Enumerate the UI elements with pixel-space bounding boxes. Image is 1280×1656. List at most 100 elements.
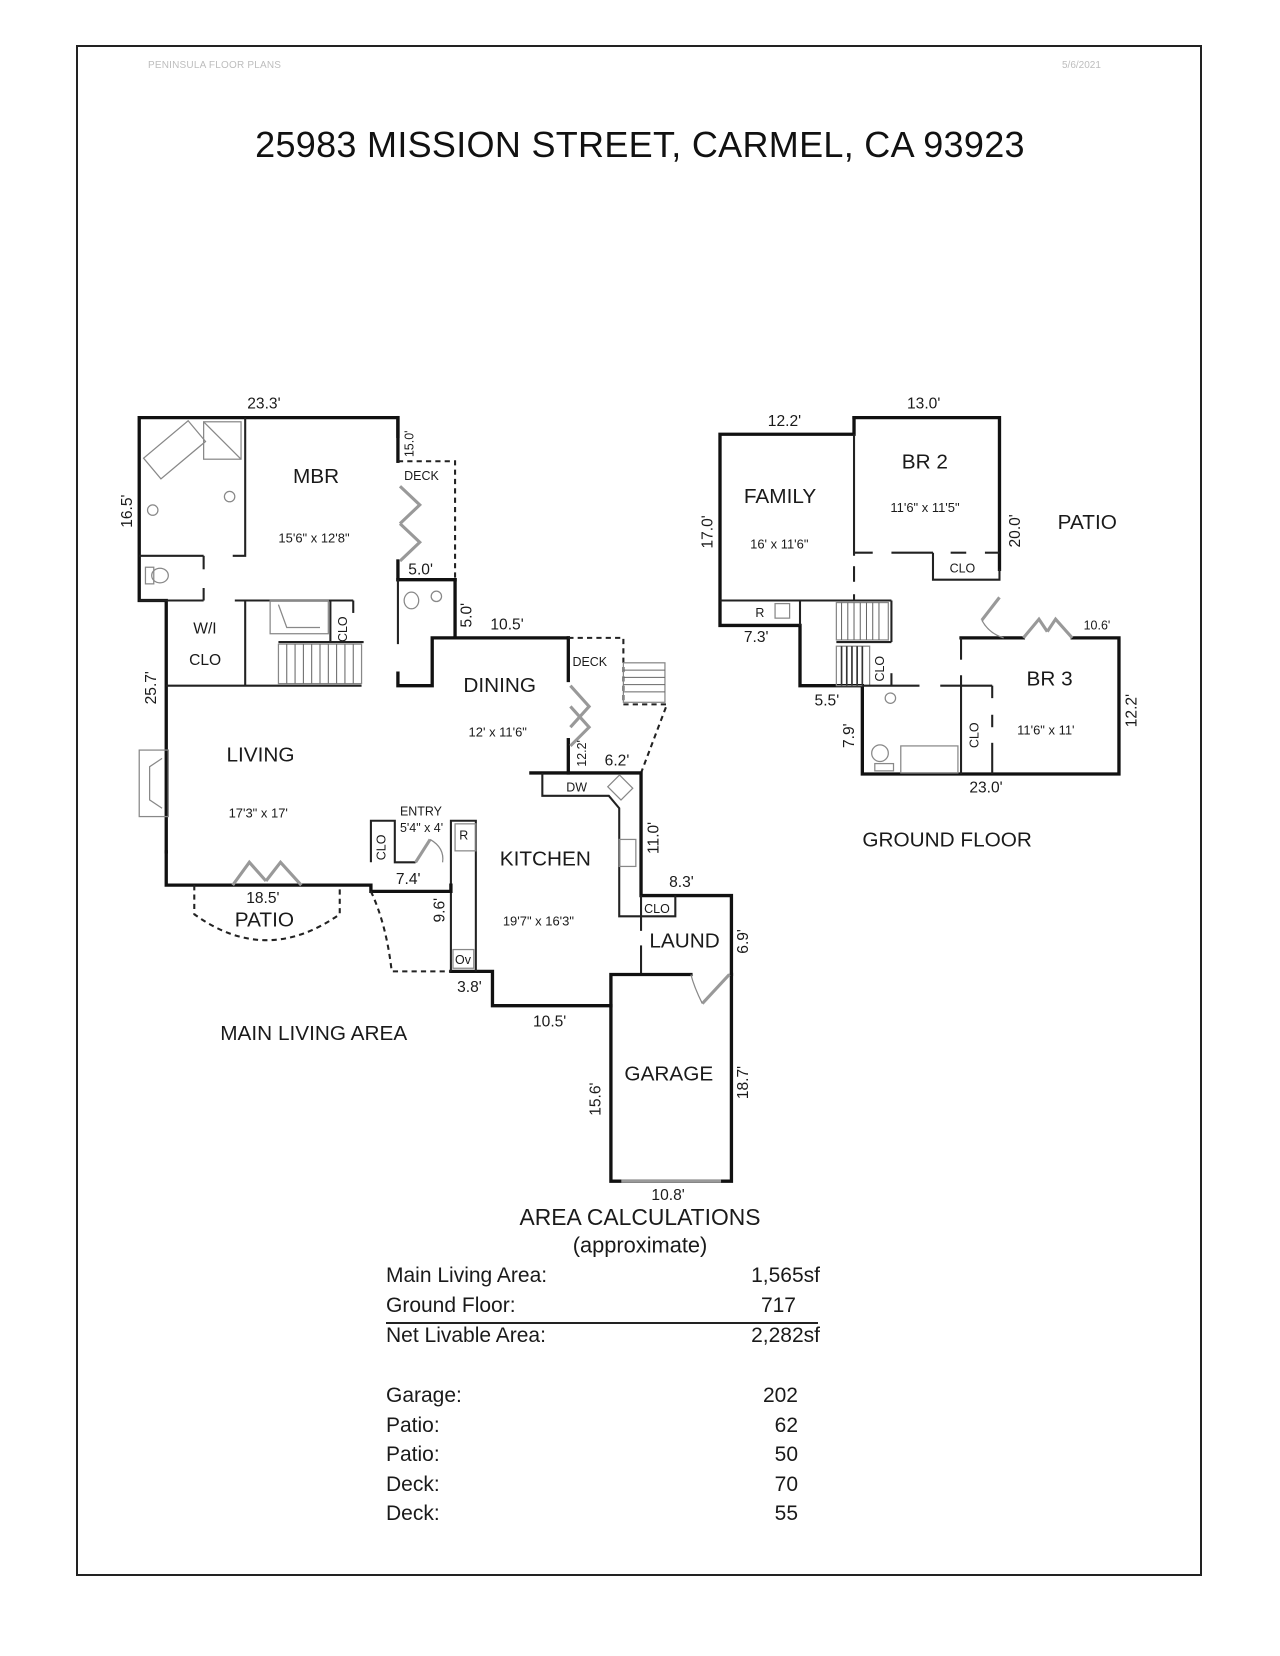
svg-text:16' x 11'6": 16' x 11'6" [750,537,809,552]
area-row-main-living: Main Living Area: 1,565sf [386,1264,820,1292]
svg-text:5.5': 5.5' [815,692,840,709]
svg-text:PATIO: PATIO [235,909,294,932]
svg-text:23.3': 23.3' [247,395,280,412]
svg-text:7.3': 7.3' [744,629,769,646]
svg-text:3.8': 3.8' [457,979,482,996]
svg-text:15.6': 15.6' [588,1082,605,1115]
area-label: Garage: [386,1384,462,1407]
area-label: Deck: [386,1502,440,1525]
svg-text:DECK: DECK [404,469,439,483]
main-floor-labels: 23.3' 16.5' 15.0' MBR 15'6" x 12'8" DECK… [119,395,752,1204]
area-label: Deck: [386,1473,440,1496]
area-row-deck-2: Deck: 55 [386,1502,820,1530]
svg-text:23.0': 23.0' [969,780,1002,797]
svg-text:DECK: DECK [572,655,607,669]
area-label: Patio: [386,1414,440,1437]
area-label: Main Living Area: [386,1264,548,1287]
svg-text:15.0': 15.0' [403,430,417,457]
svg-text:11'6" x 11'5": 11'6" x 11'5" [890,500,960,515]
area-calculations-title: AREA CALCULATIONS [519,1204,761,1230]
area-row-deck-1: Deck: 70 [386,1473,820,1501]
svg-text:20.0': 20.0' [1007,514,1024,547]
svg-text:KITCHEN: KITCHEN [500,847,591,870]
svg-text:15'6" x 12'8": 15'6" x 12'8" [278,530,350,545]
svg-text:GARAGE: GARAGE [624,1062,713,1085]
page-frame [76,45,1202,1576]
svg-text:12' x 11'6": 12' x 11'6" [469,725,528,740]
area-calculations-subtitle: (approximate) [572,1234,708,1258]
area-row-garage: Garage: 202 [386,1384,820,1412]
area-value: 70 [774,1473,798,1496]
svg-text:CLO: CLO [644,902,670,916]
svg-text:CLO: CLO [950,561,976,575]
svg-text:7.9': 7.9' [841,723,858,748]
svg-text:BR 2: BR 2 [902,451,948,474]
svg-text:GROUND FLOOR: GROUND FLOOR [862,829,1032,852]
svg-text:9.6': 9.6' [432,898,449,923]
area-label: Patio: [386,1443,440,1466]
svg-text:17.0': 17.0' [700,515,717,548]
svg-text:17'3" x 17': 17'3" x 17' [229,806,288,821]
svg-text:DW: DW [566,781,587,795]
svg-text:10.5': 10.5' [533,1013,566,1030]
svg-text:10.5': 10.5' [490,617,523,634]
area-row-patio-2: Patio: 50 [386,1443,820,1471]
svg-text:ENTRY: ENTRY [400,805,443,819]
svg-text:BR 3: BR 3 [1026,668,1072,691]
area-label: Net Livable Area: [386,1324,546,1347]
svg-text:CLO: CLO [873,656,887,682]
svg-text:19'7" x 16'3": 19'7" x 16'3" [503,914,575,929]
area-value: 2,282sf [751,1324,820,1347]
svg-text:5.0': 5.0' [459,603,476,628]
svg-text:LAUND: LAUND [649,929,719,952]
area-row-patio-1: Patio: 62 [386,1414,820,1442]
svg-text:R: R [459,828,468,842]
svg-text:12.2': 12.2' [1124,694,1141,727]
svg-text:7.4': 7.4' [396,871,421,888]
svg-text:6.9': 6.9' [735,929,752,954]
svg-text:FAMILY: FAMILY [744,485,816,508]
area-label: Ground Floor: [386,1294,516,1317]
svg-text:DINING: DINING [463,674,536,697]
svg-text:12.2': 12.2' [575,740,589,767]
svg-text:18.5': 18.5' [246,890,279,907]
svg-text:13.0': 13.0' [907,395,940,412]
svg-text:CLO: CLO [189,652,221,669]
area-row-ground-floor: Ground Floor: 717 [386,1294,818,1324]
area-value: 55 [774,1502,798,1525]
property-address-title: 25983 MISSION STREET, CARMEL, CA 93923 [255,124,1025,165]
svg-text:18.7': 18.7' [735,1066,752,1099]
svg-text:11'6" x 11': 11'6" x 11' [1017,722,1074,737]
svg-text:8.3': 8.3' [669,874,694,891]
svg-text:10.6': 10.6' [1084,619,1111,633]
svg-text:MAIN LIVING AREA: MAIN LIVING AREA [220,1022,407,1045]
svg-text:MBR: MBR [293,465,339,488]
svg-text:R: R [755,606,764,620]
svg-text:CLO: CLO [336,616,350,642]
main-floor-plan [137,415,734,1183]
svg-text:CLO: CLO [968,722,982,748]
svg-text:CLO: CLO [374,834,388,860]
area-value: 50 [774,1443,798,1466]
svg-text:16.5': 16.5' [119,494,136,527]
svg-text:10.8': 10.8' [651,1187,684,1204]
plan-date: 5/6/2021 [1062,60,1101,71]
svg-text:PATIO: PATIO [1058,511,1117,534]
ground-floor-plan [718,415,1121,776]
svg-text:6.2': 6.2' [605,753,630,770]
svg-text:5.0': 5.0' [408,562,433,579]
area-value: 62 [774,1414,798,1437]
svg-text:11.0': 11.0' [646,822,663,854]
area-value: 202 [762,1384,798,1407]
ground-floor-labels: 12.2' 13.0' BR 2 11'6" x 11'5" FAMILY 16… [700,395,1141,851]
area-row-net-livable: Net Livable Area: 2,282sf [386,1324,820,1352]
company-name: PENINSULA FLOOR PLANS [148,60,282,71]
svg-text:LIVING: LIVING [226,744,294,767]
svg-text:25.7': 25.7' [143,671,160,704]
svg-text:Ov: Ov [455,953,472,967]
area-value: 717 [760,1294,796,1317]
svg-text:W/I: W/I [193,621,216,638]
svg-text:12.2': 12.2' [768,413,801,430]
area-value: 1,565sf [751,1264,820,1287]
